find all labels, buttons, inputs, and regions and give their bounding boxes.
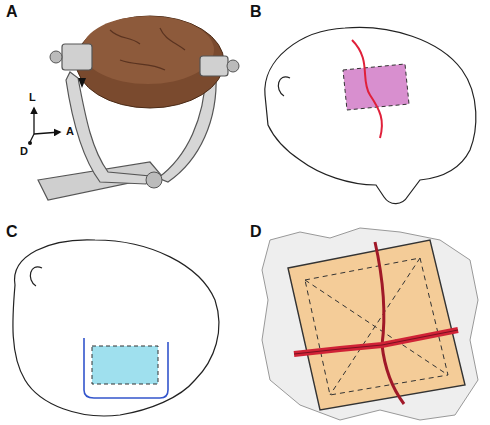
brain-cortex (82, 16, 214, 84)
cut-line (305, 280, 448, 375)
axis-dot (28, 141, 32, 145)
cut-line (330, 258, 420, 395)
brain-sulci (110, 28, 185, 70)
panel-letter: C (6, 224, 18, 240)
axis-arrow (34, 132, 60, 134)
blood-vessel (375, 242, 404, 404)
axis-label: L (29, 92, 36, 103)
axis-arrow (30, 134, 34, 142)
stereotaxic-frame (38, 16, 239, 200)
ear-bar-right (200, 56, 228, 76)
knob (146, 172, 162, 188)
boundary-line (84, 338, 168, 398)
brain-outline-b (265, 27, 476, 203)
vessel-edge (294, 330, 458, 354)
brain-outline-c (13, 240, 219, 416)
axis-label: D (20, 146, 28, 157)
axis-arrow (33, 108, 34, 134)
sulcus (30, 267, 42, 286)
sulcus (278, 77, 290, 96)
knob (50, 51, 62, 63)
panel-letter: D (250, 224, 262, 240)
brain-outline (265, 27, 476, 203)
tissue-block (262, 228, 478, 420)
blood-vessel (294, 330, 458, 354)
axis-indicator (28, 108, 60, 145)
panel-letter: A (6, 4, 18, 20)
brain-outline (13, 240, 219, 416)
ear-bar-left (62, 44, 92, 70)
tissue-sheet (262, 228, 478, 420)
pointer-arrowhead (78, 78, 86, 88)
axis-label: A (66, 126, 74, 137)
cranial-window (92, 346, 158, 384)
tissue-slab (288, 240, 465, 410)
panel-letter: B (250, 4, 262, 20)
blood-vessel (352, 40, 382, 138)
knob (227, 60, 239, 72)
cut-line (305, 258, 448, 395)
